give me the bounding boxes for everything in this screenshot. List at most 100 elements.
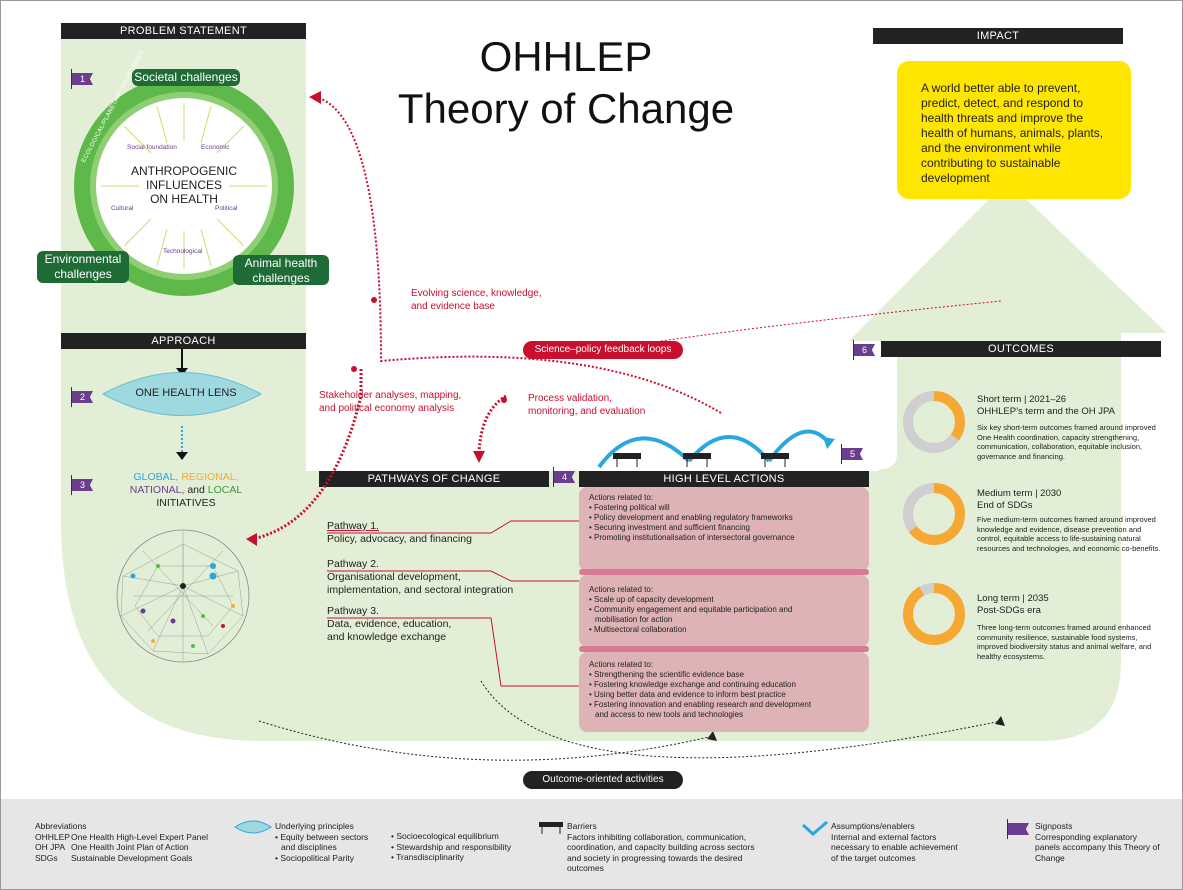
action-item: • Policy development and enabling regula… (589, 513, 793, 522)
env-line-2: challenges (54, 267, 112, 281)
process-line-1: Process validation, (528, 393, 612, 404)
animal-line-2: challenges (252, 271, 310, 285)
center-line-1: ANTHROPOGENIC (130, 164, 237, 178)
national-label: NATIONAL, (129, 484, 185, 496)
principle-item: and disciplines (281, 842, 337, 852)
lens-icon (234, 820, 272, 834)
approach-graphics (101, 349, 263, 460)
outcome-long-desc: Three long-term outcomes framed around e… (977, 623, 1152, 661)
action-item: • Securing investment and sufficient fin… (589, 523, 750, 532)
legend-assumptions: Assumptions/enablers Internal and extern… (831, 821, 966, 863)
outcome-sub: End of SDGs (977, 500, 1033, 511)
barrier-icons (613, 453, 789, 467)
outcome-donuts (903, 391, 965, 645)
abbr-row: SDGs Sustainable Development Goals (35, 853, 208, 864)
stakeholder-analyses-label: Stakeholder analyses, mapping, and polit… (319, 389, 461, 415)
evolving-line-2: and evidence base (411, 301, 495, 312)
action-item: • Using better data and evidence to info… (589, 690, 786, 699)
stakeholder-line-2: and political economy analysis (319, 403, 455, 414)
donut-progress (903, 483, 965, 545)
outcome-sub: Post-SDGs era (977, 605, 1041, 616)
assumptions-title: Assumptions/enablers (831, 821, 915, 831)
signpost-1-icon: 1 (71, 69, 93, 89)
action-item: • Community engagement and equitable par… (589, 605, 793, 614)
signpost-6-number: 6 (854, 344, 875, 356)
action-item: • Promoting institutionalisation of inte… (589, 533, 795, 542)
legend-principles: Underlying principles • Equity between s… (275, 821, 368, 863)
actions-box-3: Actions related to: • Strengthening the … (579, 652, 869, 732)
label-political: Political (215, 205, 238, 212)
pathway-2-text-2: implementation, and sectoral integration (327, 584, 514, 596)
signpost-legend-body (1008, 823, 1029, 835)
actions-arcs (597, 429, 835, 469)
legend-principles-2: • Socioecological equilibrium • Stewards… (391, 831, 511, 863)
label-cultural: Cultural (111, 205, 134, 212)
env-line-1: Environmental (44, 252, 122, 266)
process-line-2: monitoring, and evaluation (528, 406, 646, 417)
principles-title: Underlying principles (275, 821, 354, 831)
legend-abbreviations: Abbreviations OHHLEPOne Health High-Leve… (35, 821, 208, 863)
page-title: OHHLEP Theory of Change (381, 31, 751, 135)
pathway-1-title: Pathway 1. (327, 520, 379, 532)
signpost-1-number: 1 (72, 73, 93, 85)
outcomes-header: OUTCOMES (881, 341, 1161, 357)
principle-item: • Sociopolitical Parity (275, 852, 355, 863)
abbr-value: One Health Joint Plan of Action (71, 842, 189, 852)
pathway-2: Pathway 2. Organisational development, i… (327, 558, 513, 597)
action-item: mobilisation for action (595, 615, 673, 624)
donut-progress (903, 583, 965, 645)
pathway-3: Pathway 3. Data, evidence, education, an… (327, 605, 451, 644)
signpost-3-icon: 3 (71, 475, 93, 495)
pathway-3-text-1: Data, evidence, education, (327, 618, 452, 630)
global-label: GLOBAL, (133, 471, 179, 483)
signpost-legend-icon (1007, 819, 1029, 839)
high-level-actions-header: HIGH LEVEL ACTIONS (579, 471, 869, 487)
assumptions-icon (801, 820, 828, 836)
barrier-icon (761, 453, 789, 467)
and-label: and (187, 484, 205, 496)
actions-box-1: Actions related to: • Fostering politica… (579, 487, 869, 571)
title-line-1: OHHLEP (479, 33, 653, 80)
actions-2-head: Actions related to: (589, 585, 654, 594)
center-line-2: INFLUENCES (145, 178, 222, 192)
abbr-value: One Health High-Level Expert Panel (71, 831, 209, 842)
center-label: ANTHROPOGENIC INFLUENCES ON HEALTH (119, 164, 249, 206)
initiatives-word: INITIATIVES (156, 497, 216, 509)
barrier-icon (613, 453, 641, 467)
actions-divider (579, 569, 869, 575)
actions-1-head: Actions related to: (589, 493, 654, 502)
outcome-short-term: Short term | 2021–26 OHHLEP’s term and t… (977, 394, 1115, 418)
barriers-text: Factors inhibiting collaboration, commun… (567, 831, 755, 874)
signpost-2-number: 2 (72, 391, 93, 403)
pathway-1-text: Policy, advocacy, and financing (327, 533, 472, 545)
action-item: • Fostering political will (589, 503, 670, 512)
abbr-value: Sustainable Development Goals (71, 852, 193, 863)
impact-text: A world better able to prevent, predict,… (921, 81, 1104, 185)
outcome-oriented-activities-label: Outcome-oriented activities (523, 771, 683, 789)
process-validation-label: Process validation, monitoring, and eval… (528, 392, 645, 418)
assumptions-text: Internal and external factors necessary … (831, 831, 958, 863)
title-line-2: Theory of Change (397, 85, 735, 132)
legend-barriers: Barriers Factors inhibiting collaboratio… (567, 821, 767, 874)
outcome-medium-desc: Five medium-term outcomes framed around … (977, 515, 1161, 553)
label-economic: Economic (201, 144, 230, 151)
donut-progress (903, 391, 965, 453)
barrier-legend-icon (539, 822, 563, 834)
evolving-line-1: Evolving science, knowledge, (411, 288, 542, 299)
abbr-key: SDGs (35, 852, 58, 863)
signpost-4-number: 4 (554, 471, 575, 483)
principle-item: • Equity between sectors (275, 831, 369, 842)
action-item: and access to new tools and technologies (595, 710, 744, 719)
principle-item: • Transdisciplinarity (391, 852, 464, 862)
label-social-foundation: Social foundation (127, 144, 177, 151)
network-globe-icon (116, 529, 250, 663)
network-nodes (130, 563, 235, 648)
influence-arrows (101, 103, 267, 269)
abbr-row: OHHLEPOne Health High-Level Expert Panel (35, 832, 208, 843)
outcome-sub: OHHLEP’s term and the OH JPA (977, 406, 1115, 417)
label-technological: Technological (163, 248, 203, 255)
actions-3-head: Actions related to: (589, 660, 654, 669)
